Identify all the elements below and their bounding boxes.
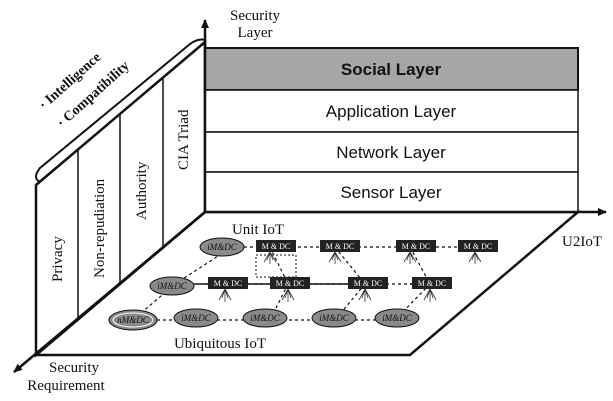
layer-label-social: Social Layer [341,60,442,79]
layer-label-sensor: Sensor Layer [340,183,441,202]
svg-text:M & DC: M & DC [402,242,430,251]
axis-label-security-layer-2: Layer [238,25,273,41]
imdc-node: iM&DC [199,237,245,257]
mdc-node: M & DC [396,240,436,252]
axis-security-requirement [13,211,206,373]
axis-label-security-requirement-1: Security [49,360,99,376]
unit-iot-label: Unit IoT [232,222,284,238]
ubiquitous-iot-label: Ubiquitous IoT [174,336,266,352]
layer-label-network: Network Layer [336,143,446,162]
layer-label-application: Application Layer [326,102,457,121]
node-roots [218,251,482,302]
social-layer-box [204,47,579,91]
imdc-node: iM&DC [149,276,195,296]
svg-text:iM&DC: iM&DC [319,313,349,323]
imdc-node: iM&DC [374,308,420,328]
mdc-node: M & DC [256,240,296,252]
svg-text:M & DC: M & DC [418,279,446,288]
svg-text:M & DC: M & DC [464,242,492,251]
svg-text:M & DC: M & DC [326,242,354,251]
svg-text:M & DC: M & DC [276,279,304,288]
layer-stack: Social Layer Application Layer Network L… [204,47,579,213]
imdc-node: iM&DC [173,308,219,328]
imdc-node: iM&DC [311,308,357,328]
network-layer-box [204,131,579,173]
mdc-node: M & DC [412,277,452,289]
svg-text:M & DC: M & DC [262,242,290,251]
axis-label-security-requirement-2: Requirement [27,378,105,394]
req-cia-triad: CIA Triad [176,109,192,170]
svg-text:M & DC: M & DC [354,279,382,288]
req-nonrepudiation: Non-repudiation [92,178,108,278]
mdc-node: M & DC [208,277,248,289]
requirement-dividers [77,78,164,320]
req-privacy: Privacy [50,236,66,282]
network: M & DC M & DC M & DC M & DC M & DC M & D… [108,222,498,352]
axis-label-u2iot: U2IoT [562,234,602,250]
top-brace [35,38,207,183]
axis-label-security-layer-1: Security [230,8,280,24]
svg-text:M & DC: M & DC [214,279,242,288]
mdc-node: M & DC [348,277,388,289]
svg-text:iM&DC: iM&DC [207,242,237,252]
svg-text:nM&DC: nM&DC [117,315,149,325]
mdc-node: M & DC [270,277,310,289]
requirement-labels: Privacy Non-repudiation Authority CIA Tr… [50,109,192,282]
mdc-nodes: M & DC M & DC M & DC M & DC M & DC M & D… [208,240,498,289]
imdc-node: iM&DC [242,308,288,328]
mdc-node: M & DC [458,240,498,252]
imdc-nodes: iM&DC iM&DC iM&DC iM&DC iM&DC iM&DC [108,237,420,331]
req-authority: Authority [134,161,150,220]
svg-text:iM&DC: iM&DC [250,313,280,323]
svg-text:iM&DC: iM&DC [382,313,412,323]
svg-text:iM&DC: iM&DC [157,281,187,291]
svg-text:iM&DC: iM&DC [181,313,211,323]
nmdc-node: nM&DC [108,309,158,331]
mdc-node: M & DC [320,240,360,252]
application-layer-box [204,89,579,133]
